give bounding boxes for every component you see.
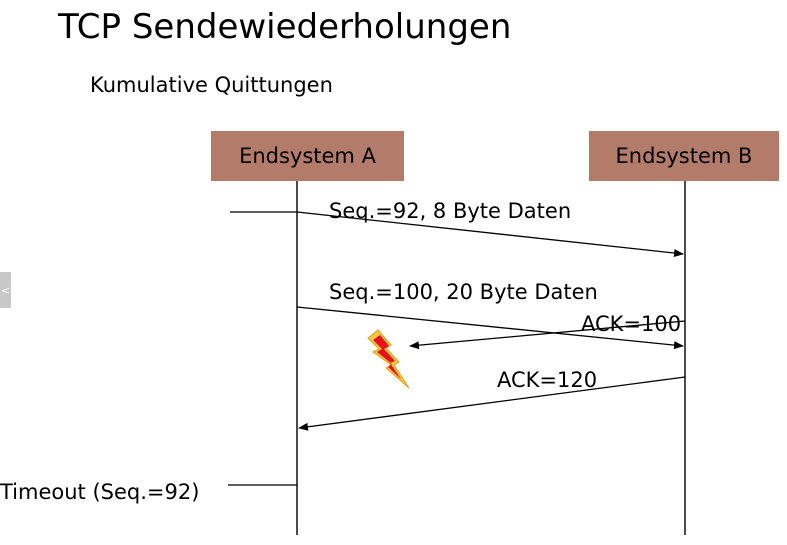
endsystem-a-box: Endsystem A [211, 131, 404, 181]
arrow-seq100 [296, 306, 684, 350]
seq92-label: Seq.=92, 8 Byte Daten [329, 199, 572, 223]
lightning-bolt-icon [367, 329, 410, 389]
slide-title: TCP Sendewiederholungen [58, 7, 512, 47]
timeout-label: Timeout (Seq.=92) [0, 480, 200, 504]
arrow-ack100 [409, 320, 686, 350]
ack100-label: ACK=100 [581, 312, 682, 336]
seq100-label: Seq.=100, 20 Byte Daten [329, 280, 598, 304]
ack120-label: ACK=120 [497, 368, 598, 392]
arrow-seq92 [296, 211, 684, 258]
endsystem-b-box: Endsystem B [589, 131, 779, 181]
arrow-ack120 [298, 376, 686, 431]
previous-slide-button[interactable]: < [0, 272, 11, 308]
slide-subtitle: Kumulative Quittungen [90, 73, 333, 97]
chevron-left-icon: < [0, 283, 11, 297]
